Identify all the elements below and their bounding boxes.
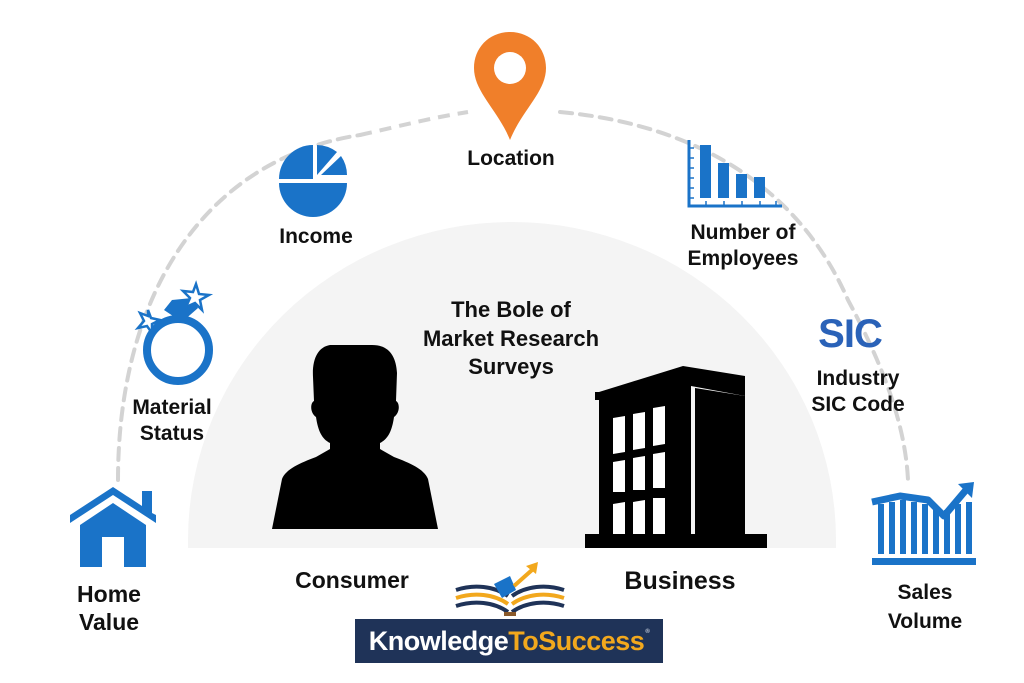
center-title: The Bole of Market Research Surveys [395, 296, 627, 382]
employees-label: Number of Employees [668, 220, 818, 271]
business-building-icon [585, 366, 767, 548]
brand-name-part2: ToSuccess [508, 625, 645, 656]
location-node [470, 30, 550, 142]
brand-registered-mark: ® [645, 629, 650, 635]
sic-text-icon: SIC [818, 312, 883, 356]
sales-volume-label: Sales Volume [870, 578, 980, 637]
center-title-line3: Surveys [468, 354, 554, 380]
sales-trend-icon [871, 482, 976, 565]
marital-status-line1: Material [132, 396, 212, 419]
center-title-line1: The Bole of [451, 297, 571, 322]
house-icon [70, 487, 156, 567]
map-pin-icon [474, 32, 546, 140]
business-label: Business [624, 567, 736, 595]
sic-code-label: Industry SIC Code [790, 366, 926, 417]
location-label: Location [467, 147, 555, 170]
brand-name-part1: Knowledge [368, 625, 509, 656]
home-value-line1: Home [77, 581, 141, 607]
home-value-line2: Value [78, 609, 140, 636]
bar-chart-icon [687, 140, 782, 208]
employees-label-line1: Number of [690, 221, 796, 244]
ring-icon [134, 280, 214, 385]
income-label: Income [279, 225, 353, 248]
sales-volume-line1: Sales [897, 581, 953, 604]
consumer-label: Consumer [295, 567, 409, 593]
marital-status-label: Material Status [108, 395, 236, 446]
sic-code-line2: SIC Code [811, 392, 905, 416]
home-value-label: Home Value [60, 580, 158, 636]
consumer-silhouette-icon [272, 345, 438, 529]
sic-code-line1: Industry [816, 367, 900, 390]
pie-chart-icon [279, 145, 347, 217]
marital-status-line2: Status [139, 421, 205, 445]
center-title-line2: Market Research [422, 325, 600, 351]
sales-volume-line2: Volume [887, 610, 963, 634]
book-logo-icon [455, 562, 565, 616]
employees-label-line2: Employees [687, 246, 799, 270]
